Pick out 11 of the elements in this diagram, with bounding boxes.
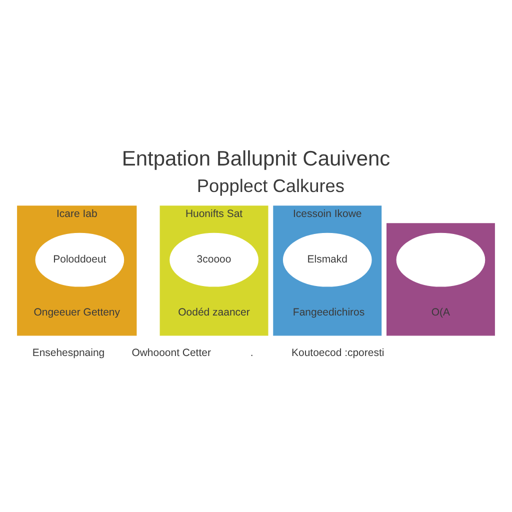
node-label: . [250, 348, 254, 360]
node-label: Owhooont Cetter [132, 348, 211, 360]
node-label: Ensehespnaing [32, 348, 105, 360]
cluster: O(A [386, 223, 495, 336]
node-ellipse: Elsmakd [282, 232, 372, 287]
node-ellipse: Poloddoeut [35, 232, 124, 287]
diagram-title: Entpation Ballupnit Cauivenc [122, 147, 390, 170]
node-ellipse: 3coooo [170, 232, 258, 287]
label: Popplect Calkures [196, 176, 344, 196]
node-ellipse [396, 232, 486, 287]
node-label: Koutoecod :cporesti [292, 348, 384, 360]
